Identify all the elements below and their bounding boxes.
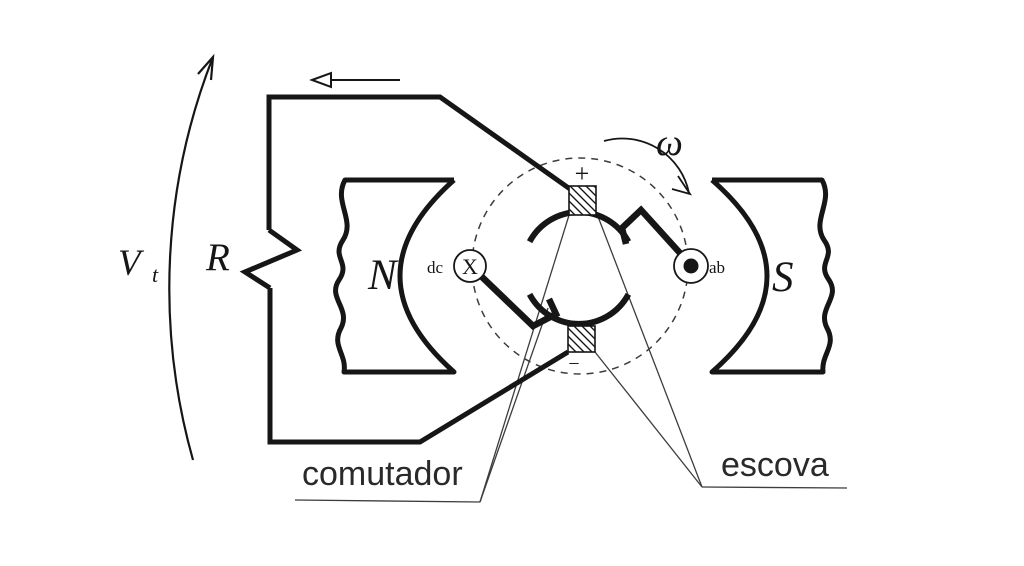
terminal-voltage-subscript: t — [152, 262, 159, 287]
north-pole-shape — [333, 177, 457, 375]
leader-line-brush-bottom — [594, 351, 703, 488]
coil-side-right-label: ab — [709, 258, 725, 277]
coil-side-circle-left — [453, 249, 487, 283]
voltage-arc-arrowhead-icon — [197, 53, 215, 81]
leader-lines — [294, 211, 848, 503]
current-out-of-page-icon — [683, 258, 699, 274]
current-into-page-icon: X — [462, 254, 478, 279]
voltage-arc-curve — [168, 56, 215, 461]
south-pole-shape — [709, 177, 835, 375]
rotation-arrow — [603, 137, 693, 196]
circuit-top-wire — [266, 94, 572, 230]
commutator-label: comutador — [302, 455, 463, 493]
current-arrow-head-icon — [309, 71, 332, 89]
brush-label-underline — [701, 486, 848, 489]
commutator-label-underline — [294, 499, 481, 503]
polarity-negative-label: − — [568, 353, 579, 375]
coil-end-wire-right — [618, 205, 683, 256]
coil-side-left-label: dc — [427, 258, 444, 277]
polarity-positive-label: + — [575, 159, 590, 188]
rotation-arrow-curve — [603, 137, 690, 194]
leader-line-commutator-upper — [479, 211, 571, 503]
rotation-arrow-head-icon — [671, 175, 693, 196]
circuit-bottom-wire — [267, 288, 570, 445]
brush-label: escova — [721, 446, 829, 484]
north-pole-label: N — [367, 252, 399, 299]
resistor-symbol — [239, 227, 303, 291]
terminal-voltage-label: V — [118, 243, 145, 284]
brush-top — [568, 185, 597, 216]
angular-velocity-label: ω — [656, 122, 683, 164]
coil-side-into-page: X — [453, 249, 487, 283]
resistor-label: R — [205, 236, 230, 279]
commutator-segment-upper — [526, 209, 632, 244]
south-pole-label: S — [772, 254, 794, 301]
coil-side-out-of-page — [673, 248, 709, 284]
brush-bottom — [567, 325, 596, 353]
terminal-voltage-arc — [168, 53, 215, 461]
coil-end-wire-left — [479, 274, 561, 330]
commutator-segment-lower — [526, 292, 632, 327]
current-direction-arrow — [309, 71, 400, 89]
leader-line-brush-top — [596, 213, 703, 488]
leader-line-commutator-lower — [479, 307, 549, 503]
external-circuit — [239, 94, 572, 445]
